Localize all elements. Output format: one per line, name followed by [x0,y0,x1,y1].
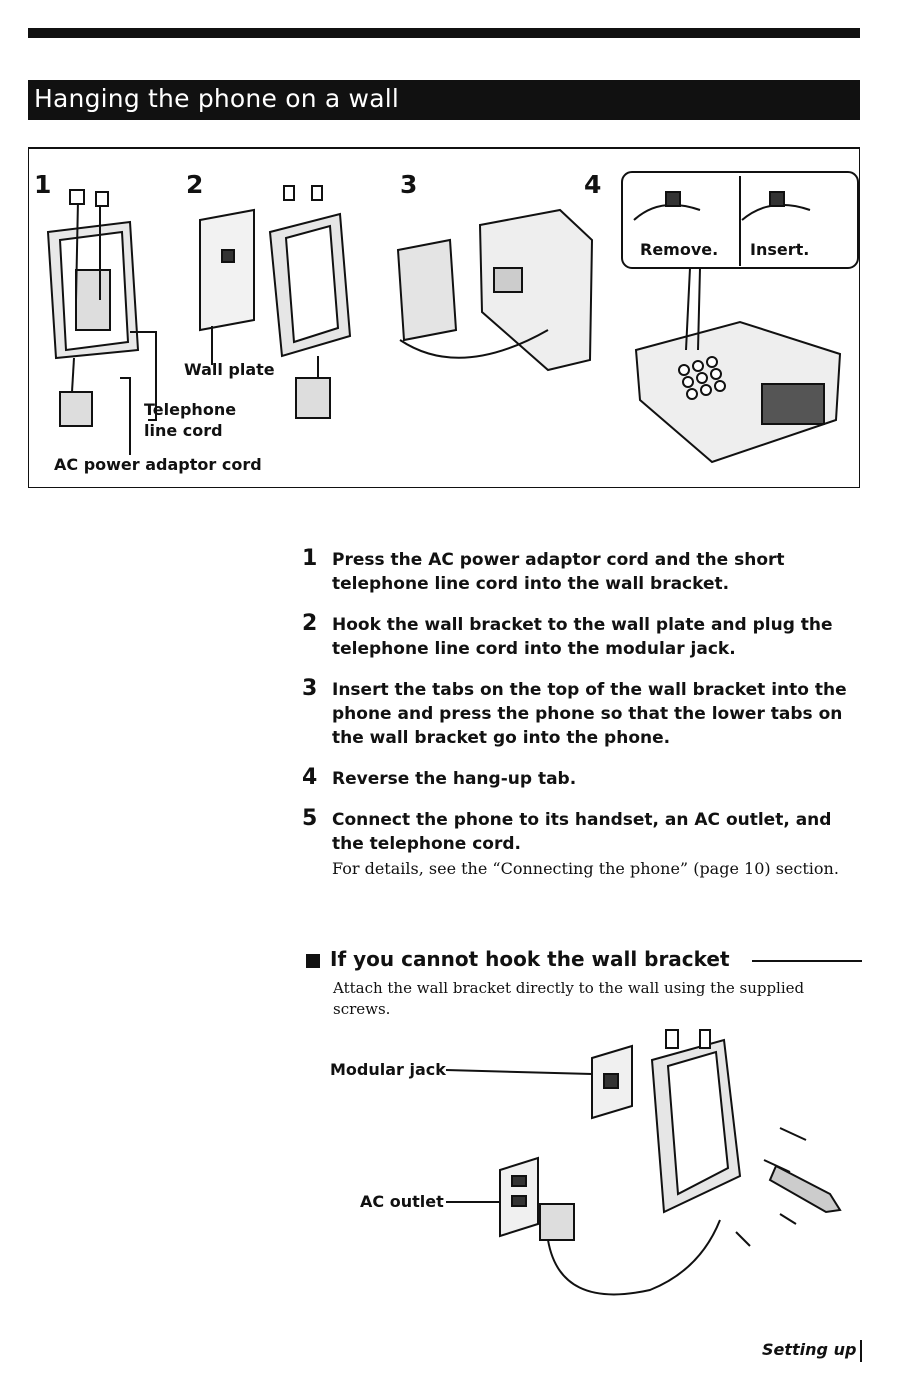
step-detail: For details, see the “Connecting the pho… [332,859,839,878]
step-number: 5 [302,806,318,831]
figure-step-2-number: 2 [186,170,204,199]
step-item: 3 Insert the tabs on the top of the wall… [298,676,868,750]
footer-section-label: Setting up [762,1340,857,1359]
step-text: Reverse the hang-up tab. [332,769,577,789]
label-modular-jack: Modular jack [330,1060,446,1079]
label-telephone: Telephone [144,400,237,419]
figure-step-1-number: 1 [34,170,52,199]
figure-step-3-number: 3 [400,170,418,199]
step-item: 2 Hook the wall bracket to the wall plat… [298,611,868,661]
label-wall-plate: Wall plate [184,360,275,379]
figure-top-border [28,147,860,149]
subsection-description: Attach the wall bracket directly to the … [333,979,805,1018]
step-text: Connect the phone to its handset, an AC … [332,810,832,854]
label-ac-power-adaptor-cord: AC power adaptor cord [54,455,262,474]
step-number: 3 [302,676,318,701]
subsection-rule [752,960,862,962]
label-ac-outlet: AC outlet [360,1192,444,1211]
section-bullet-icon [306,954,320,968]
step-text: Press the AC power adaptor cord and the … [332,550,785,594]
figure-panel [28,147,860,488]
instruction-steps: 1 Press the AC power adaptor cord and th… [298,546,868,897]
top-rule [28,28,860,38]
page-title: Hanging the phone on a wall [34,84,400,113]
step-item: 4 Reverse the hang-up tab. [298,765,868,791]
label-insert: Insert. [750,240,810,259]
footer-bar [860,1340,862,1362]
step-text: Hook the wall bracket to the wall plate … [332,615,833,659]
label-line-cord: line cord [144,421,223,440]
step-text: Insert the tabs on the top of the wall b… [332,680,847,748]
step-number: 1 [302,546,318,571]
step-number: 2 [302,611,318,636]
label-remove: Remove. [640,240,719,259]
title-bar [28,80,860,120]
step-number: 4 [302,765,318,790]
step-item: 1 Press the AC power adaptor cord and th… [298,546,868,596]
step-item: 5 Connect the phone to its handset, an A… [298,806,868,880]
subsection-heading: If you cannot hook the wall bracket [330,947,730,971]
figure-step-4-number: 4 [584,170,602,199]
